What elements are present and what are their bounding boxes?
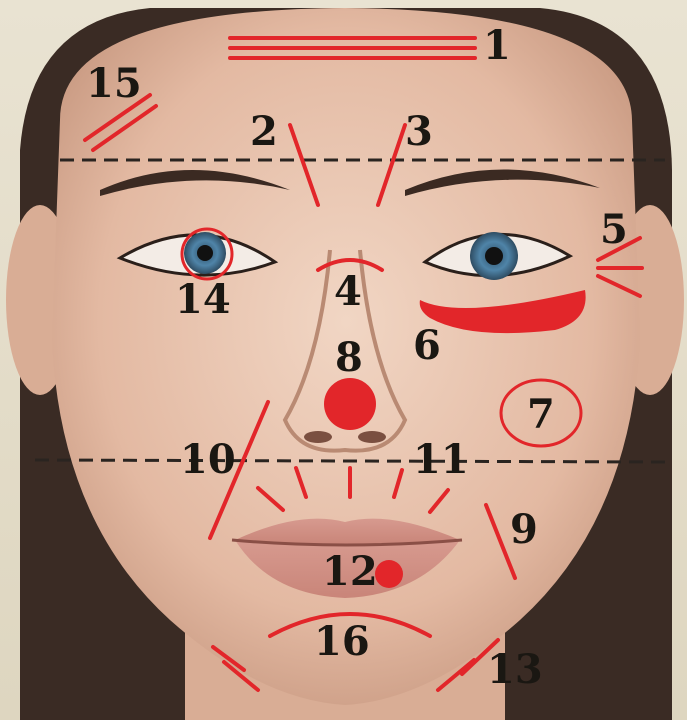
- zone-number-8: 8: [335, 338, 363, 378]
- zone-12-lip-spot: [375, 560, 403, 588]
- zone-number-13: 13: [487, 650, 543, 690]
- right-nostril: [358, 431, 386, 443]
- zone-number-6: 6: [413, 326, 441, 366]
- zone-number-4: 4: [334, 272, 362, 312]
- zone-number-10: 10: [180, 440, 236, 480]
- zone-number-16: 16: [314, 622, 370, 662]
- zone-number-3: 3: [405, 112, 433, 152]
- zone-number-2: 2: [250, 112, 278, 152]
- zone-number-5: 5: [600, 210, 628, 250]
- zone-number-7: 7: [527, 395, 555, 435]
- zone-number-9: 9: [510, 510, 538, 550]
- zone-number-12: 12: [322, 552, 378, 592]
- zone-number-15: 15: [86, 64, 142, 104]
- lower-divider-line: [35, 460, 665, 462]
- zone-number-14: 14: [175, 280, 231, 320]
- zone-number-11: 11: [413, 440, 469, 480]
- zone-number-1: 1: [483, 26, 511, 66]
- zone-8-nose-spot: [324, 378, 376, 430]
- left-nostril: [304, 431, 332, 443]
